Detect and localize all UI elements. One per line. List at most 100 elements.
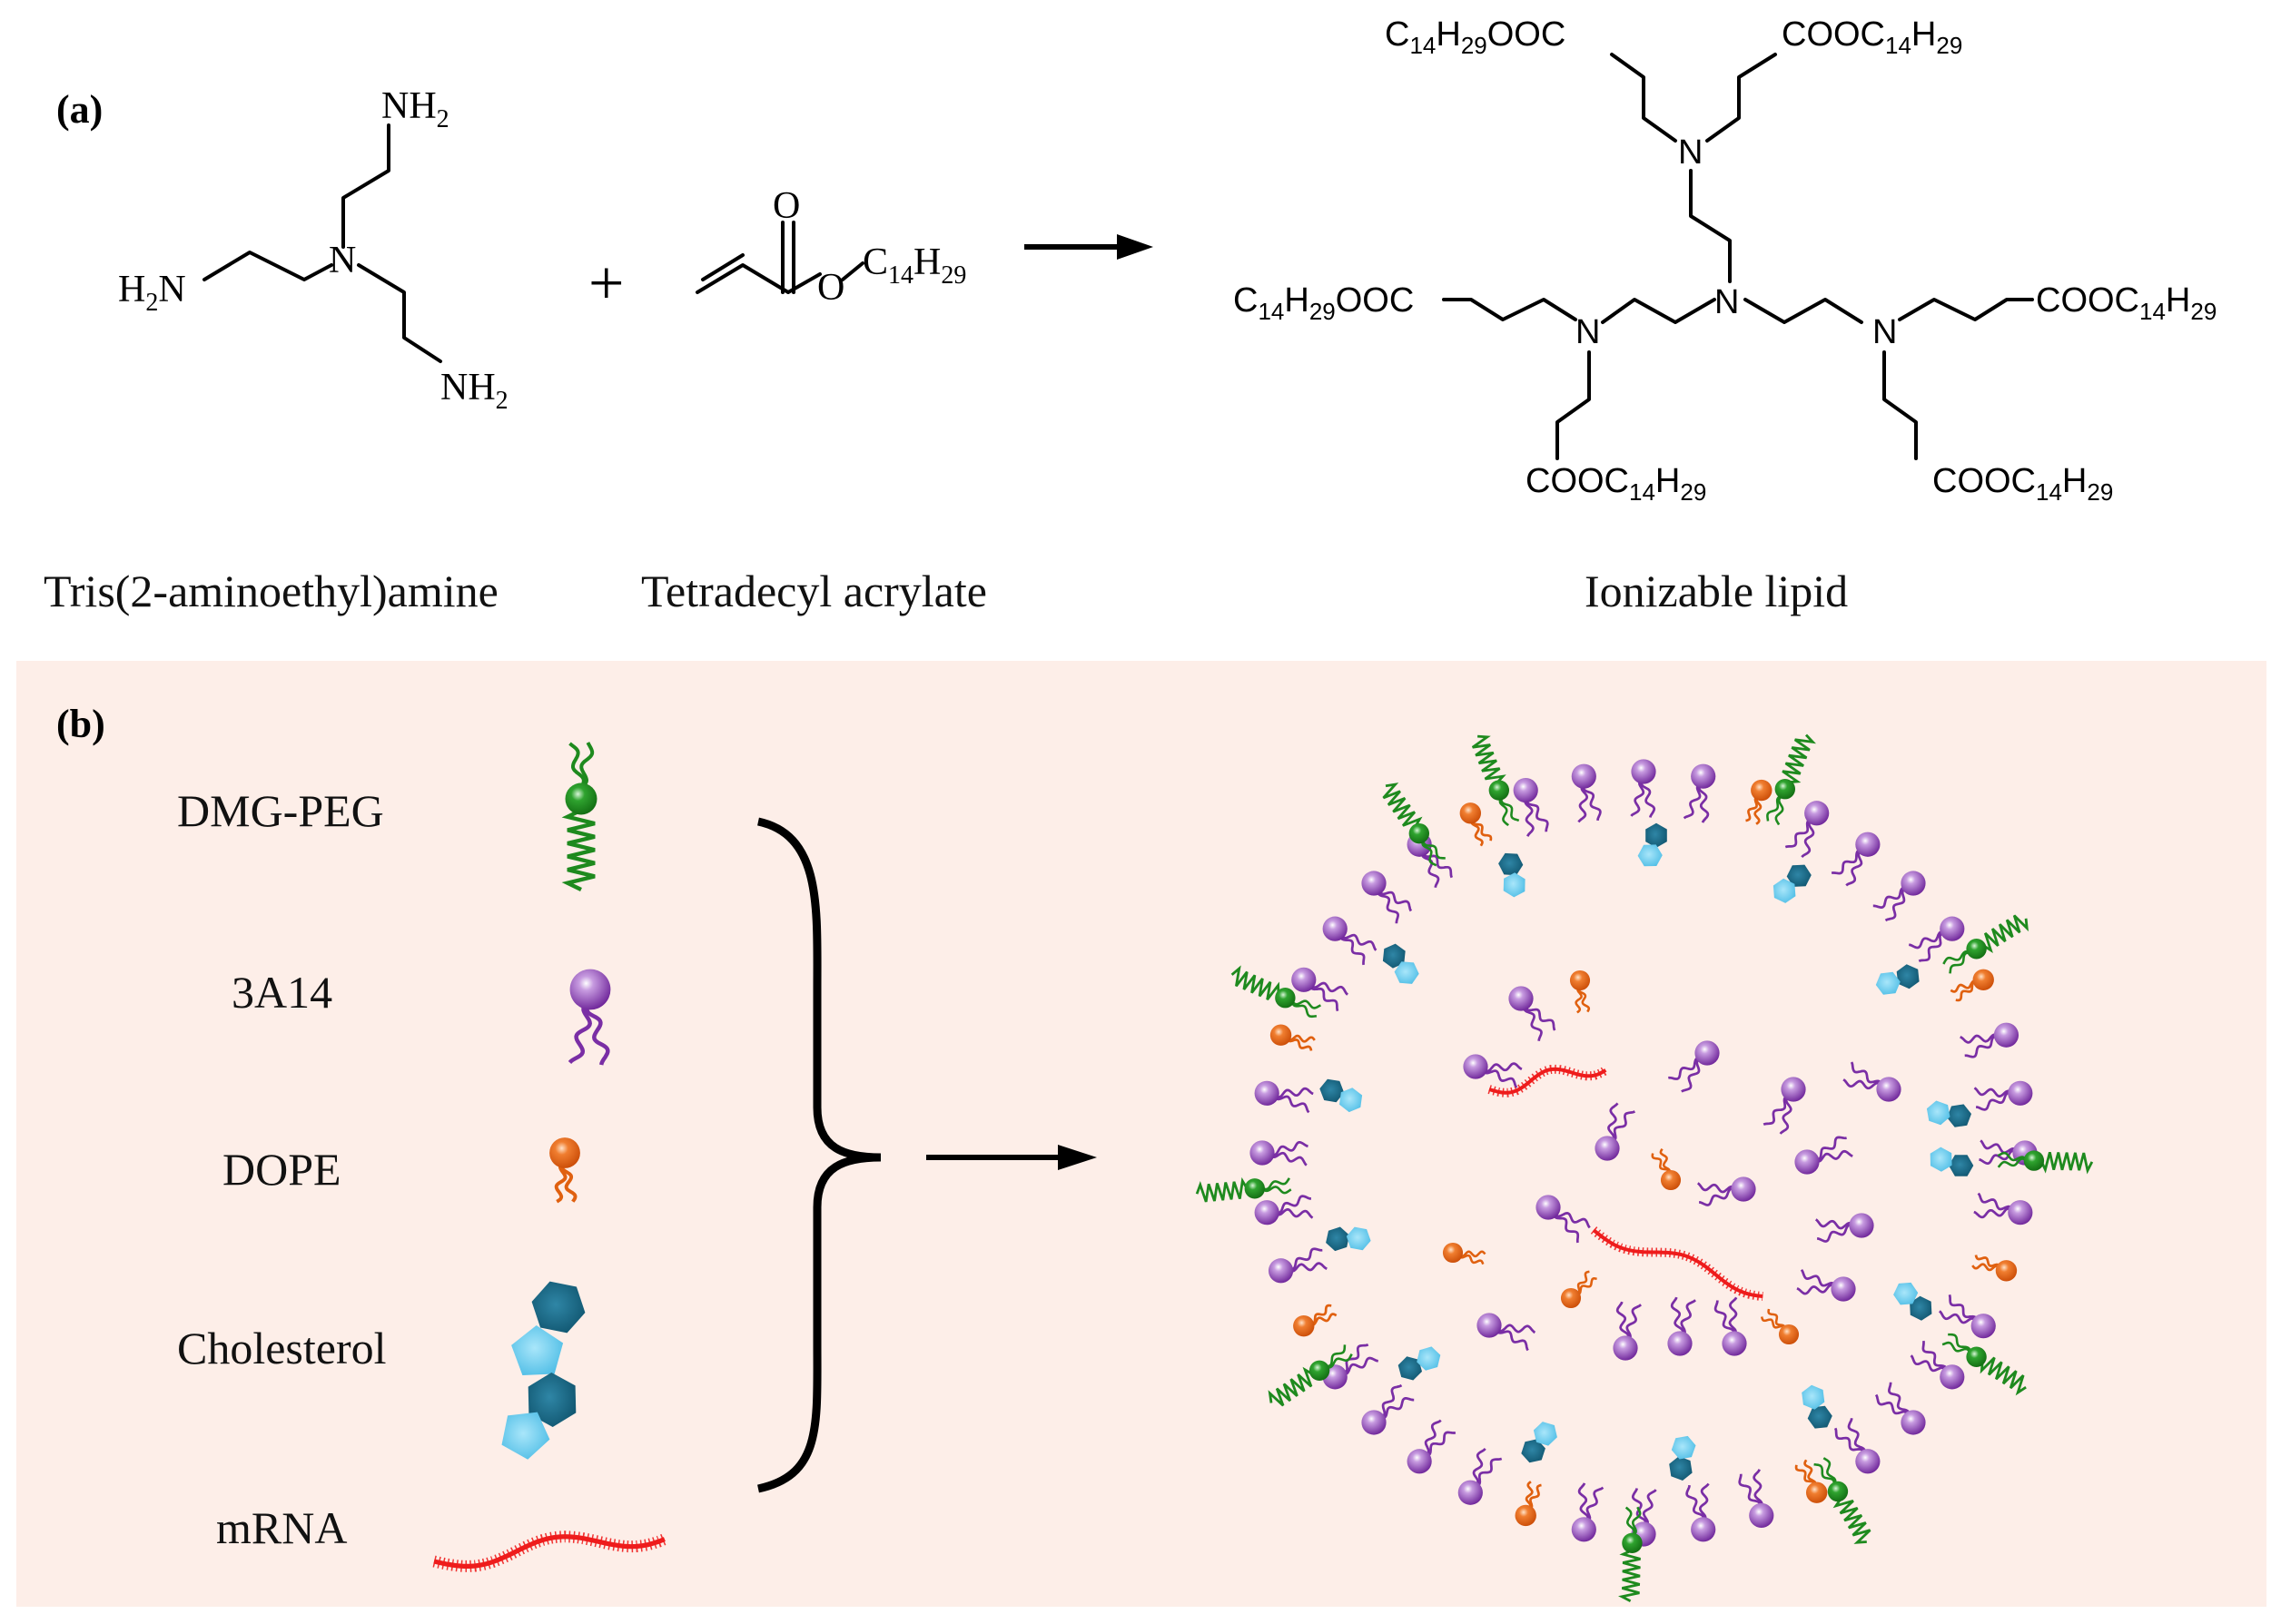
- ionizable-lipid-head: [1855, 1449, 1881, 1474]
- dope-head: [1660, 1169, 1682, 1191]
- peg-tail: [1500, 796, 1520, 822]
- cholesterol-ring-light: [1637, 844, 1663, 867]
- lipid-tail: [1948, 1294, 1978, 1323]
- nh2-bottom-label: NH2: [440, 367, 509, 415]
- ionizable-lipid-head: [1407, 1449, 1432, 1474]
- peg-tail: [568, 742, 586, 789]
- dope-tail: [1753, 795, 1763, 825]
- lipid-tail: [1779, 1095, 1792, 1135]
- lipid-tail: [1683, 782, 1703, 820]
- lipid-tail: [1377, 888, 1413, 912]
- lipid-tail: [1495, 1327, 1529, 1352]
- ionizable-lipid-structure: N N N N C14H29OOC COOC14H29 C14H29OOC CO…: [1233, 15, 2217, 506]
- lipid-tail: [1496, 1324, 1536, 1334]
- lipid-tail: [1377, 888, 1399, 924]
- peg-chain: [1195, 1176, 1249, 1203]
- cholesterol-ring-light: [1772, 878, 1796, 903]
- peg-tail: [1949, 951, 1970, 974]
- plus-sign: +: [588, 249, 624, 319]
- dope-tail: [1575, 1270, 1590, 1295]
- formation-arrow: [926, 1145, 1097, 1170]
- ionizable-lipid-head: [1691, 763, 1716, 789]
- lipid-tail: [1753, 1469, 1763, 1510]
- mrna-strand: [433, 1534, 666, 1569]
- peg-chain: [1980, 1356, 2027, 1396]
- dope-tail: [1527, 1483, 1542, 1511]
- nh2-top-label: NH2: [381, 85, 449, 133]
- lipid-tail: [1888, 1382, 1911, 1418]
- peg-head: [1622, 1532, 1643, 1554]
- peg-tail: [1942, 950, 1971, 965]
- dope-tail: [1745, 795, 1760, 822]
- lipid-tail: [1273, 1208, 1314, 1219]
- peg-head: [1244, 1178, 1266, 1199]
- lipid-tail: [1763, 1095, 1791, 1127]
- lipid-tail: [1339, 932, 1366, 966]
- ionizable-lipid-head: [1691, 1517, 1716, 1542]
- peg-head: [1408, 822, 1430, 844]
- lipid-tail: [1585, 1486, 1605, 1523]
- ionizable-lipid-head: [1876, 1077, 1901, 1102]
- label-top-left: C14H29OOC: [1385, 15, 1565, 59]
- cholesterol-ring-dark: [531, 1281, 586, 1334]
- lipid-tail: [1973, 1207, 2014, 1219]
- cholesterol-ring-dark: [1319, 1078, 1345, 1103]
- peg-tail: [1941, 1341, 1971, 1354]
- lipid-tail: [1845, 849, 1864, 887]
- ionizable-lipid-head: [1322, 916, 1348, 941]
- cholesterol-ring-dark: [1947, 1104, 1971, 1127]
- c14h29-chain-label: C14H29: [863, 241, 966, 290]
- reactant2-name: Tetradecyl acrylate: [641, 566, 987, 616]
- ionizable-lipid-head: [1849, 1213, 1874, 1238]
- lipid-tail: [1960, 1033, 2000, 1044]
- lipid-tail: [1921, 1340, 1948, 1373]
- dope-tail: [1525, 1481, 1534, 1511]
- peg-chain: [1230, 965, 1280, 1001]
- ionizable-lipid-head: [1463, 1054, 1488, 1079]
- ester-o-label: O: [817, 267, 844, 309]
- lipid-tail: [1713, 1300, 1735, 1337]
- ionizable-lipid-head: [1940, 1364, 1965, 1390]
- peg-chain: [1832, 1497, 1871, 1544]
- dope-tail: [1577, 986, 1591, 1013]
- peg-tail: [1421, 839, 1437, 867]
- lipid-tail: [1975, 1091, 2013, 1111]
- peg-tail: [1624, 1506, 1635, 1537]
- lipid-tail: [1697, 1182, 1737, 1194]
- dope-tail: [1974, 1255, 2001, 1269]
- peg-head: [1966, 1346, 1987, 1367]
- lipid-tail: [1609, 1110, 1636, 1143]
- lipid-tail: [1815, 1218, 1855, 1230]
- dope-tail: [554, 1160, 568, 1204]
- peg-chain: [561, 808, 596, 891]
- cholesterol-ring-dark: [1669, 1456, 1693, 1481]
- cholesterol-ring-dark: [1498, 852, 1524, 876]
- peg-tail: [1260, 1186, 1292, 1195]
- lipid-tail: [1577, 1482, 1589, 1523]
- lipid-tail: [1850, 1061, 1883, 1088]
- cholesterol-ring-light: [1930, 1147, 1952, 1172]
- cholesterol-ring-dark: [1397, 1356, 1422, 1381]
- dope-tail: [1659, 1147, 1672, 1176]
- ionizable-lipid-head: [1476, 1313, 1502, 1338]
- cholesterol-ring-light: [511, 1325, 564, 1375]
- cholesterol-ring-light: [1339, 1088, 1363, 1113]
- cholesterol-ring-dark: [1326, 1226, 1349, 1252]
- ionizable-lipid-head: [2008, 1080, 2033, 1106]
- dope-tail: [1470, 818, 1484, 847]
- dope-head: [1269, 1024, 1292, 1046]
- lipid-tail: [1582, 783, 1602, 822]
- n-top: N: [1678, 133, 1703, 172]
- dope-head: [1515, 1504, 1536, 1527]
- central-n-label: N: [329, 240, 356, 281]
- peg-tail: [1631, 1506, 1642, 1537]
- peg-head: [2023, 1150, 2045, 1171]
- lipid-tail: [1631, 1488, 1647, 1528]
- peg-chain: [1782, 733, 1816, 784]
- cholesterol-ring-dark: [1896, 964, 1920, 989]
- panel-b: (b) DMG-PEG 3A14 DOPE Cholesterol mRNA: [16, 661, 2266, 1607]
- cholesterol-ring-light: [1893, 1282, 1919, 1305]
- lipid-tail: [1698, 1187, 1737, 1206]
- mrna-bases: [1487, 1064, 1609, 1097]
